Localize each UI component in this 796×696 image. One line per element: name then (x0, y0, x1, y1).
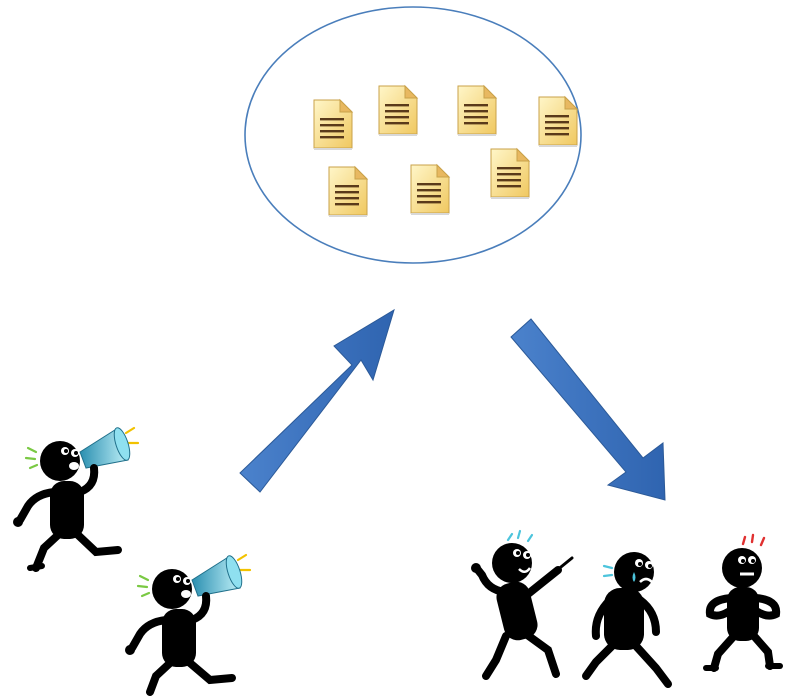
upload-arrow (239, 308, 395, 493)
document-icon (538, 96, 578, 148)
document-icon (410, 164, 450, 216)
document-icon (378, 85, 418, 137)
shouting-person-1 (13, 426, 140, 572)
shouting-person-2 (125, 553, 252, 696)
download-arrow (510, 318, 666, 501)
crying-person (582, 552, 672, 688)
document-icon (313, 99, 353, 151)
pointing-person (471, 529, 574, 680)
document-icon (457, 85, 497, 137)
document-icon (328, 166, 368, 218)
document-icon (490, 148, 530, 200)
angry-person (703, 533, 783, 672)
